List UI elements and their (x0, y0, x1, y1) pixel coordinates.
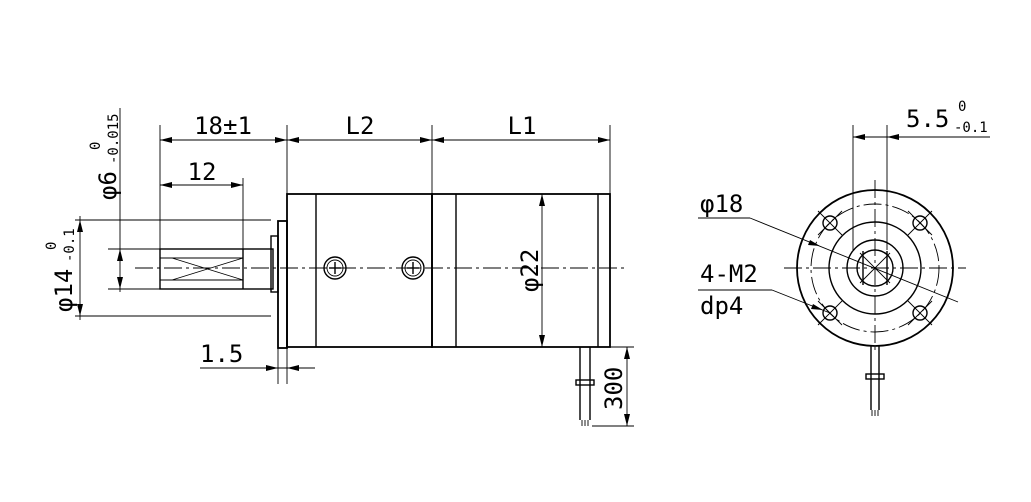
motor-body (431, 193, 611, 348)
gear-circle (828, 221, 922, 315)
dim-shaft-tol-upper: 0 (88, 142, 104, 150)
dim-lead-length-label: 300 (600, 367, 628, 410)
dim-flange-thickness: 1.5 (200, 340, 315, 384)
front-view: 5.5 0 -0.1 φ18 4-M2 dp4 (698, 99, 990, 416)
dim-mount-holes-depth: dp4 (700, 292, 743, 320)
dim-motor-length: L1 (432, 112, 610, 143)
screw-head-2 (401, 256, 425, 280)
dim-flat-tol-upper: 0 (958, 99, 966, 115)
lead-wires (575, 347, 595, 426)
dim-bolt-circle-label: φ18 (700, 190, 743, 218)
dim-shaft-length-label: 18±1 (194, 112, 252, 140)
mounting-flange (277, 220, 288, 349)
bolt-circle (810, 203, 940, 333)
shaft-circle (856, 249, 894, 287)
dim-body-diameter: φ22 (516, 194, 545, 347)
dim-body-diameter-label: φ22 (516, 249, 544, 292)
dim-mount-holes-label: 4-M2 (700, 260, 758, 288)
screw-head-1 (323, 256, 347, 280)
mount-hole-tr (907, 210, 933, 236)
boss-circle (846, 239, 904, 297)
gearbox-body (286, 193, 433, 348)
dim-lead-length: 300 (592, 346, 634, 427)
mount-hole-br (907, 300, 933, 326)
dim-boss-tol-lower: -0.1 (62, 228, 78, 262)
dim-key-length-label: 12 (188, 158, 217, 186)
dim-bolt-circle: φ18 (698, 190, 959, 303)
dim-shaft-length: 18±1 (160, 112, 287, 143)
dim-key-length: 12 (160, 158, 243, 188)
dim-flat: 5.5 0 -0.1 (852, 99, 990, 250)
front-lead-wires (865, 346, 885, 416)
dim-boss-diameter: φ14 0 -0.1 (44, 216, 271, 320)
outer-flange-circle (796, 189, 954, 347)
output-shaft (159, 248, 274, 290)
mount-hole-tl (817, 210, 843, 236)
dim-flat-tol-lower: -0.1 (954, 120, 988, 136)
dim-motor-length-label: L1 (508, 112, 537, 140)
dim-gearbox-length-label: L2 (346, 112, 375, 140)
dim-flange-thickness-label: 1.5 (200, 340, 243, 368)
dim-boss-diameter-label: φ14 (50, 269, 78, 312)
dim-gearbox-length: L2 (287, 112, 432, 143)
dim-shaft-diameter-label: φ6 (94, 171, 122, 200)
dim-shaft-diameter: φ6 0 -0.015 (88, 108, 160, 292)
dim-shaft-tol-lower: -0.015 (106, 113, 122, 164)
dim-boss-tol-upper: 0 (44, 242, 60, 250)
shaft-boss (270, 235, 279, 293)
dim-mount-holes: 4-M2 dp4 (698, 260, 831, 320)
side-view: 18±1 L2 L1 12 (44, 108, 634, 427)
dim-flat-label: 5.5 (906, 105, 949, 133)
